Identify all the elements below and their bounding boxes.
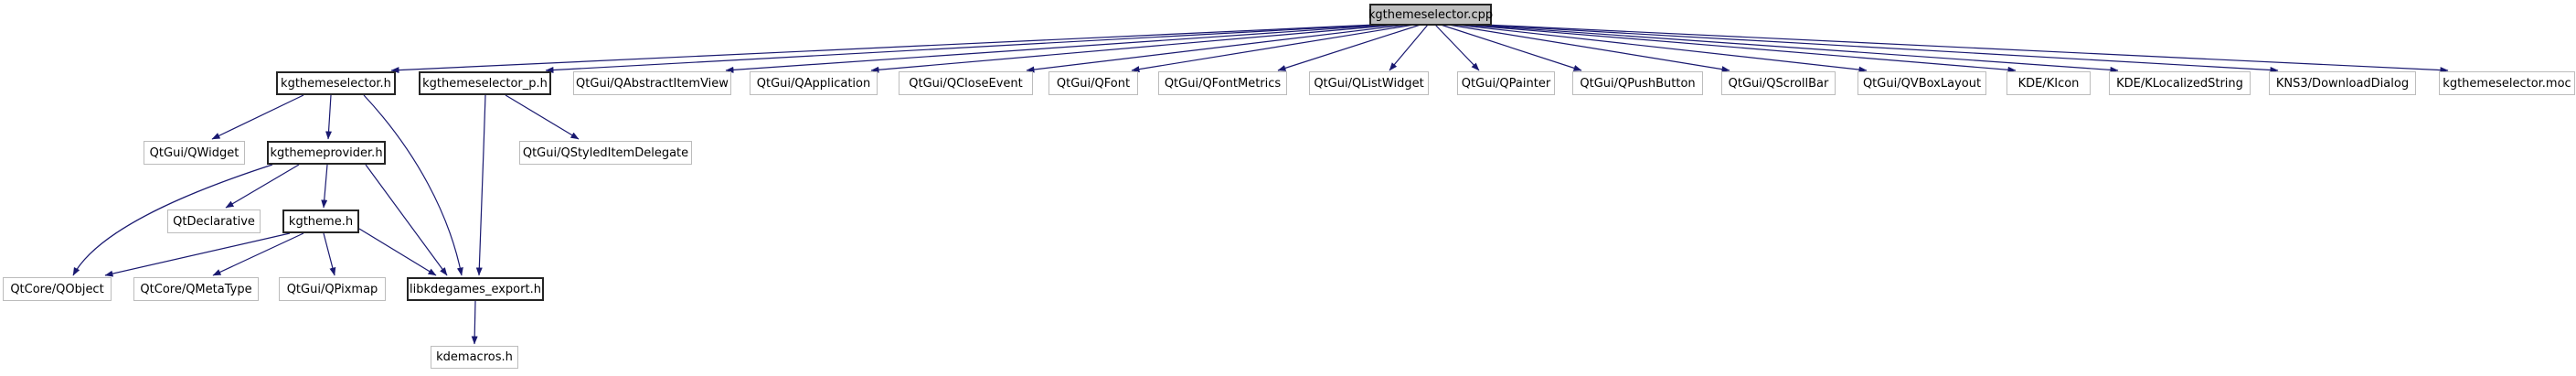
- edge-kgthemeselector-cpp--kgthemeselector-h: [390, 24, 1377, 74]
- graph-node-qtcore-qobject: QtCore/QObject: [3, 277, 112, 301]
- graph-node-qtgui-qpushbutton: QtGui/QPushButton: [1572, 71, 1703, 95]
- edge-kgtheme-h--qtcore-qobject: [104, 232, 291, 277]
- edge-kgthemeprovider-h--qtdeclarative: [225, 164, 300, 209]
- edge-kgthemeselector-cpp--qtgui-qpushbutton: [1440, 24, 1582, 71]
- edge-kgthemeselector-p-h--libkdegames-export-h: [475, 94, 486, 276]
- graph-node-qtgui-qlistwidget: QtGui/QListWidget: [1309, 71, 1429, 95]
- graph-node-kgthemeprovider-h[interactable]: kgthemeprovider.h: [267, 141, 386, 165]
- edge-kgthemeselector-cpp--qtgui-qvboxlayout: [1454, 24, 1868, 73]
- edge-kgthemeselector-cpp--kde-klocalizedstring: [1467, 24, 2119, 73]
- graph-node-qtgui-qfont: QtGui/QFont: [1048, 71, 1138, 95]
- graph-node-kgthemeselector-h[interactable]: kgthemeselector.h: [276, 71, 396, 95]
- graph-node-kdemacros-h: kdemacros.h: [431, 346, 518, 369]
- edge-kgthemeselector-cpp--qtgui-qabstractitemview: [725, 24, 1392, 73]
- edge-libkdegames-export-h--kdemacros-h: [471, 300, 478, 345]
- edge-kgthemeselector-p-h--qtgui-qstyleditemdelegate: [505, 94, 580, 140]
- edge-kgthemeselector-cpp--kde-kicon: [1461, 24, 2017, 73]
- graph-node-kgthemeselector-p-h[interactable]: kgthemeselector_p.h: [419, 71, 551, 95]
- graph-node-kns3-downloaddialog: KNS3/DownloadDialog: [2269, 71, 2416, 95]
- graph-node-qtgui-qabstractitemview: QtGui/QAbstractItemView: [573, 71, 731, 95]
- edge-kgthemeselector-cpp--qtgui-qlistwidget: [1389, 24, 1429, 71]
- graph-node-qtgui-qpixmap: QtGui/QPixmap: [279, 277, 386, 301]
- graph-node-qtgui-qcloseevent: QtGui/QCloseEvent: [899, 71, 1033, 95]
- edge-kgthemeselector-cpp--kgthemeselector-p-h: [545, 24, 1384, 74]
- edge-kgthemeprovider-h--libkdegames-export-h: [365, 164, 448, 276]
- graph-node-qtcore-qmetatype: QtCore/QMetaType: [133, 277, 259, 301]
- edge-kgtheme-h--qtcore-qmetatype: [212, 232, 304, 276]
- edge-kgthemeselector-cpp--qtgui-qapplication: [870, 24, 1400, 73]
- edge-kgthemeselector-h--kgthemeprovider-h: [325, 94, 333, 140]
- graph-node-qtgui-qfontmetrics: QtGui/QFontMetrics: [1158, 71, 1287, 95]
- edge-kgthemeselector-cpp--kns3-downloaddialog: [1475, 24, 2279, 74]
- graph-node-kgtheme-h[interactable]: kgtheme.h: [282, 209, 359, 233]
- graph-node-qtgui-qstyleditemdelegate: QtGui/QStyledItemDelegate: [519, 141, 692, 165]
- edge-kgthemeselector-cpp--kgthemeselector-moc: [1484, 24, 2449, 74]
- edge-kgtheme-h--qtgui-qpixmap: [323, 232, 336, 276]
- edge-kgthemeselector-cpp--qtgui-qcloseevent: [1026, 24, 1409, 73]
- graph-node-kde-kicon: KDE/KIcon: [2007, 71, 2091, 95]
- graph-node-kde-klocalizedstring: KDE/KLocalizedString: [2109, 71, 2251, 95]
- graph-node-qtdeclarative: QtDeclarative: [167, 209, 261, 233]
- edge-kgthemeselector-cpp--qtgui-qfontmetrics: [1277, 24, 1421, 71]
- edge-kgthemeselector-h--qtgui-qwidget: [211, 94, 304, 140]
- graph-node-qtgui-qapplication: QtGui/QApplication: [750, 71, 878, 95]
- edge-kgthemeselector-cpp--qtgui-qfont: [1131, 24, 1415, 73]
- graph-node-libkdegames-export-h[interactable]: libkdegames_export.h: [407, 277, 544, 301]
- graph-node-kgthemeselector-cpp: kgthemeselector.cpp: [1368, 4, 1493, 26]
- graph-node-kgthemeselector-moc: kgthemeselector.moc: [2439, 71, 2575, 95]
- graph-node-qtgui-qwidget: QtGui/QWidget: [144, 141, 245, 165]
- graph-node-qtgui-qvboxlayout: QtGui/QVBoxLayout: [1857, 71, 1986, 95]
- edge-kgthemeselector-cpp--qtgui-qscrollbar: [1447, 24, 1730, 73]
- graph-node-qtgui-qscrollbar: QtGui/QScrollBar: [1721, 71, 1836, 95]
- edge-kgthemeprovider-h--kgtheme-h: [321, 164, 328, 209]
- graph-node-qtgui-qpainter: QtGui/QPainter: [1457, 71, 1555, 95]
- edge-kgtheme-h--libkdegames-export-h: [358, 228, 437, 276]
- edge-kgthemeselector-cpp--qtgui-qpainter: [1434, 24, 1480, 71]
- edge-kgthemeselector-h--libkdegames-export-h: [363, 94, 463, 276]
